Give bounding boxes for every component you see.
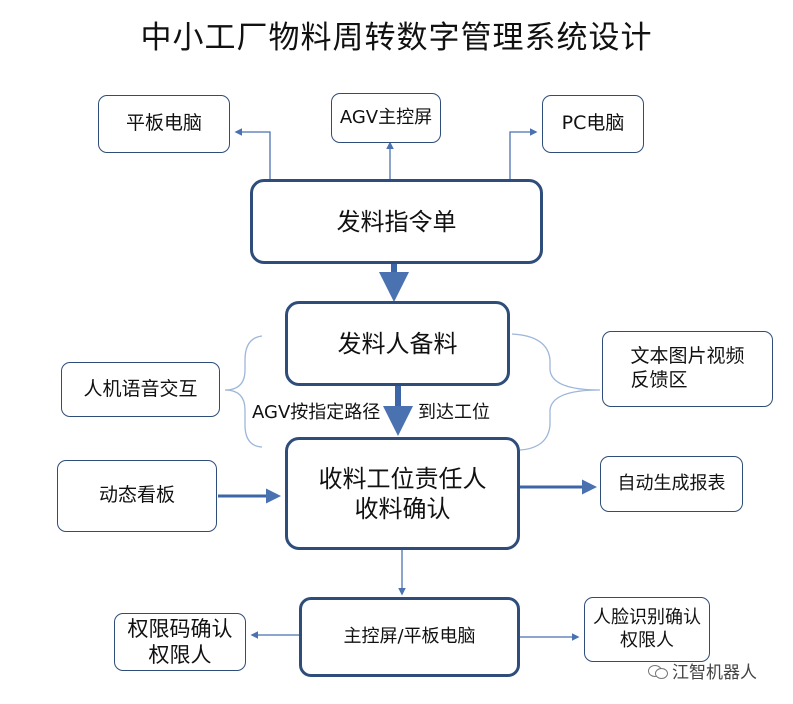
node-report: 自动生成报表 [600, 456, 743, 512]
watermark-text: 江智机器人 [672, 663, 757, 683]
node-tablet: 平板电脑 [98, 95, 230, 153]
watermark: 江智机器人 [648, 658, 757, 683]
node-prepare: 发料人备料 [285, 301, 510, 386]
node-code-auth: 权限码确认 权限人 [114, 613, 246, 671]
left-bracket [224, 335, 263, 448]
wechat-icon [648, 663, 668, 679]
node-dashboard: 动态看板 [57, 460, 217, 532]
node-pc: PC电脑 [542, 95, 644, 153]
label-agv-route: AGV按指定路径 [252, 402, 381, 423]
node-agv-screen: AGV主控屏 [331, 93, 441, 143]
connector-to-pc [509, 128, 538, 180]
diagram-title: 中小工厂物料周转数字管理系统设计 [140, 20, 653, 56]
label-arrive: 到达工位 [418, 402, 490, 423]
node-feedback: 文本图片视频 反馈区 [602, 331, 773, 407]
node-console: 主控屏/平板电脑 [299, 597, 520, 677]
node-receive: 收料工位责任人 收料确认 [285, 437, 520, 550]
node-hmi: 人机语音交互 [61, 362, 220, 417]
node-dispatch-order: 发料指令单 [250, 179, 543, 264]
node-face-auth: 人脸识别确认 权限人 [584, 597, 710, 662]
connector-to-tablet [234, 128, 271, 180]
right-bracket [511, 333, 601, 451]
